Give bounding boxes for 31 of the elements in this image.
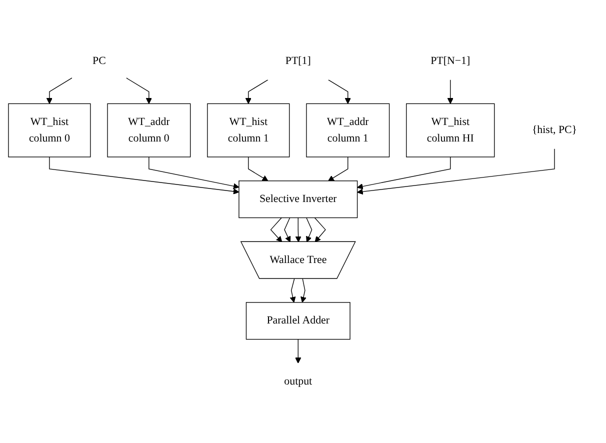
arrow — [245, 79, 268, 104]
arrow — [126, 78, 152, 104]
node-text: output — [284, 376, 312, 388]
node-box: WT_addr column 0 — [107, 103, 191, 158]
arrow — [357, 148, 555, 195]
arrow — [295, 338, 302, 364]
node-box: WT_hist column 0 — [8, 103, 91, 158]
arrow — [284, 217, 291, 242]
node-box: WT_addr column 1 — [306, 103, 390, 158]
arrow — [290, 278, 296, 303]
arrow — [357, 156, 451, 190]
arrow — [300, 278, 306, 303]
arrow — [148, 156, 240, 190]
arrow — [328, 156, 348, 182]
arrow — [314, 217, 326, 242]
node-box: WT_hist column HI — [406, 103, 495, 158]
node-box: Selective Inverter — [238, 180, 358, 218]
arrow — [270, 217, 282, 242]
node-text: PC — [92, 55, 106, 67]
arrow — [46, 78, 72, 104]
node-box: WT_hist column 1 — [207, 103, 290, 158]
arrow — [447, 79, 454, 104]
arrow — [248, 156, 268, 182]
node-box: Parallel Adder — [246, 302, 350, 340]
arrow — [295, 217, 302, 242]
node-text: PT[1] — [285, 55, 311, 67]
arrow — [49, 156, 240, 194]
node-text: PT[N−1] — [430, 55, 470, 67]
node-text: {hist, PC} — [532, 124, 578, 136]
arrow — [328, 79, 351, 104]
arrow — [306, 217, 312, 242]
